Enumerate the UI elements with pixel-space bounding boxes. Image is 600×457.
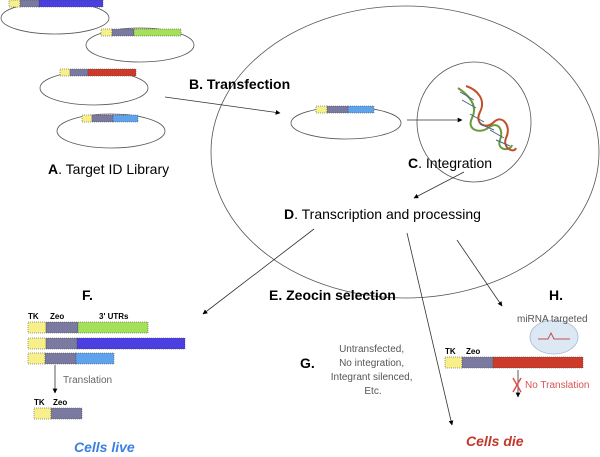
arrow-to-f [202, 228, 315, 315]
zeo-segment [45, 321, 79, 334]
utr-segment [112, 114, 139, 123]
zeo-segment [69, 68, 89, 77]
g-line-1: Untransfected, [339, 344, 404, 355]
utr-segment [133, 28, 182, 37]
dblue-segment [76, 337, 186, 350]
transcript-lightblue [27, 352, 115, 365]
label-c-text: . Integration [418, 155, 492, 171]
arrow-to-h [456, 239, 503, 307]
x-mark-icon [512, 377, 522, 393]
plasmid-3 [39, 68, 149, 106]
plasmid-4 [56, 113, 166, 149]
zeo-segment [326, 105, 349, 114]
svg-text:A. Target ID Library: A. Target ID Library [48, 161, 169, 177]
zeo-segment [44, 352, 77, 365]
label-zeo-f: Zeo [50, 312, 64, 321]
label-h: H. [549, 287, 563, 303]
plasmid-1 [0, 0, 110, 35]
zeo-segment [111, 28, 135, 37]
transcript-darkblue [27, 337, 186, 350]
label-zeo-h: Zeo [466, 347, 480, 356]
label-tk-protein: TK [34, 398, 45, 407]
plasmid-2 [85, 27, 195, 63]
g-line-4: Etc. [364, 386, 381, 397]
arrow-integration-to-transcription [413, 171, 465, 199]
zeo-segment [461, 356, 494, 369]
label-g: G. [300, 355, 315, 371]
tk-segment [100, 28, 113, 37]
label-translation: Translation [63, 375, 112, 386]
arrow-to-cells-die [406, 232, 454, 426]
tk-segment [81, 114, 93, 123]
transcript-red [444, 356, 584, 369]
cell-outline [210, 5, 600, 299]
svg-text:Untransfected, No integrat: Untransfected, No integration, Integrant… [331, 344, 416, 397]
g-line-2: No integration, [339, 358, 404, 369]
zeo-segment [50, 407, 83, 420]
zeo-segment [91, 114, 114, 123]
tk-segment [8, 0, 21, 8]
arrow-transfection [164, 96, 281, 115]
label-utrs: 3' UTRs [99, 312, 129, 321]
tk-segment [27, 337, 47, 350]
transfected-plasmid [290, 105, 402, 140]
label-tk-h: TK [445, 347, 456, 356]
utr-segment [347, 105, 375, 114]
zeo-segment [19, 0, 40, 8]
dna-helix-icon [457, 85, 517, 152]
label-mirna: miRNA targeted [517, 314, 588, 325]
label-e: E. Zeocin selection [269, 287, 396, 303]
transcript-green [27, 321, 149, 334]
mirna-icon [529, 319, 579, 355]
label-no-translation: No Translation [525, 380, 589, 391]
tk-segment [315, 105, 328, 114]
tk-segment [27, 321, 47, 334]
label-b: B. Transfection [189, 76, 290, 92]
label-cells-live: Cells live [74, 439, 135, 455]
red-segment [492, 356, 584, 369]
tk-segment [33, 407, 52, 420]
tk-segment [444, 356, 463, 369]
tk-segment [27, 352, 46, 365]
zeo-segment [45, 337, 78, 350]
tk-segment [59, 68, 71, 77]
svg-text:D. Transcription and processin: D. Transcription and processing [284, 206, 481, 222]
label-a-letter: A [48, 161, 58, 177]
utr-segment [38, 0, 104, 8]
g-line-3: Integrant silenced, [331, 372, 413, 383]
svg-text:C. Integration: C. Integration [408, 155, 492, 171]
label-a-text: . Target ID Library [58, 161, 169, 177]
label-c-letter: C [408, 155, 418, 171]
label-tk-f: TK [28, 312, 39, 321]
label-cells-die: Cells die [466, 433, 524, 449]
utr-segment [87, 68, 137, 77]
label-d-text: . Transcription and processing [294, 206, 481, 222]
label-f: F. [82, 287, 93, 303]
lblue-segment [75, 352, 115, 365]
protein-tk-zeo [33, 407, 83, 420]
nucleus-outline [416, 61, 532, 183]
label-zeo-protein: Zeo [53, 398, 67, 407]
label-d-letter: D [284, 206, 294, 222]
green-segment [77, 321, 149, 334]
